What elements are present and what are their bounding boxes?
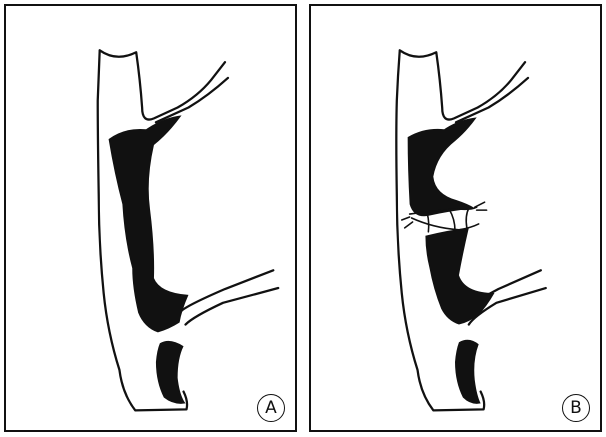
panel-b: B [309,4,602,432]
thrombus-lower [156,341,186,404]
panel-label-b: B [562,394,590,422]
panel-a-drawing [6,6,295,430]
thrombus-upper [408,117,477,216]
panel-b-drawing [311,6,600,430]
thrombus-lower [455,340,481,404]
panel-label-a: A [257,394,285,422]
main-vessel [98,50,279,410]
thrombus-upper [109,115,189,332]
panel-a: A [4,4,297,432]
